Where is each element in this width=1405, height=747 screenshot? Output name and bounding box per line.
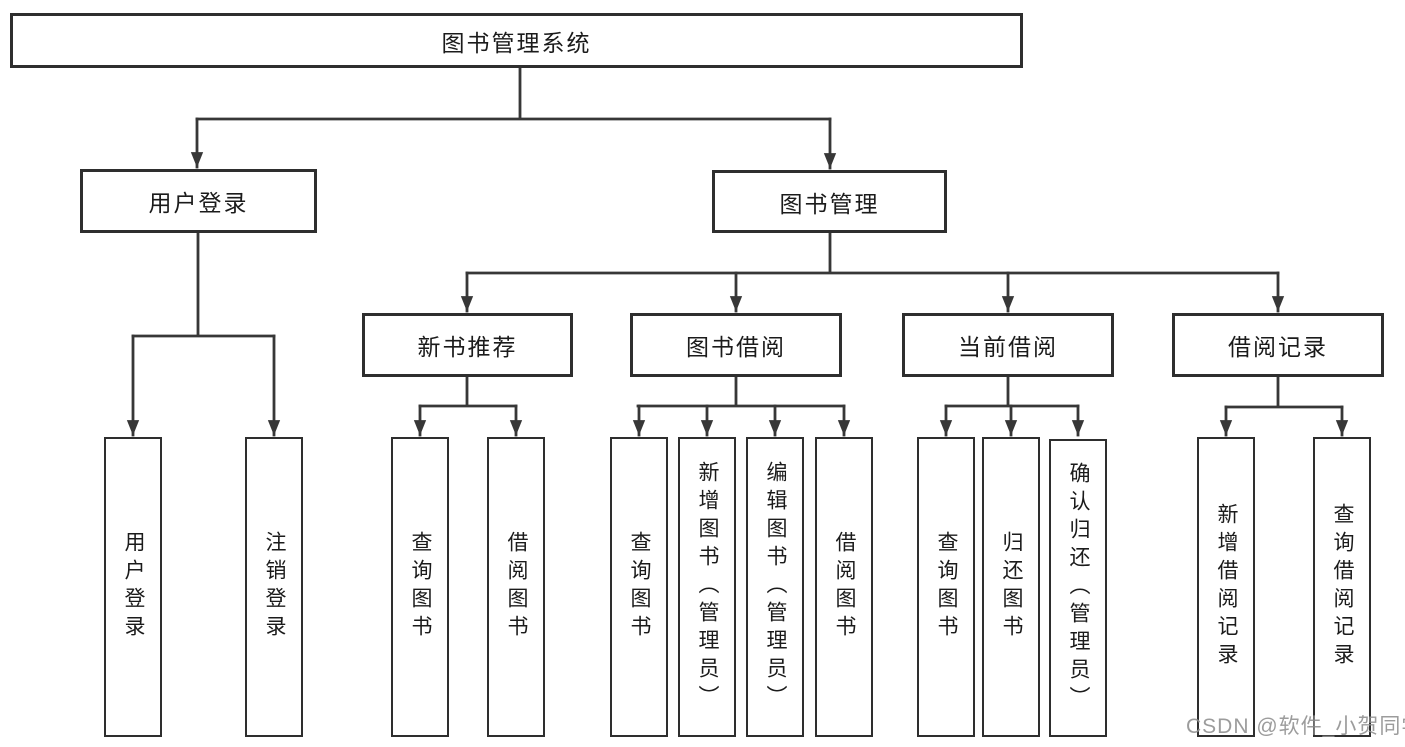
leaf-query-books-current-label: 查询图书 <box>935 531 958 643</box>
leaf-add-borrow-record-label: 新增借阅记录 <box>1215 503 1238 671</box>
connector-new-book-tee <box>418 375 518 408</box>
leaf-query-books-borrow-label: 查询图书 <box>628 531 651 643</box>
leaf-add-books-admin: 新增图书（管理员） <box>678 437 736 737</box>
connector-book-borrow-tee <box>636 375 846 408</box>
csdn-watermark: CSDN @软件_小贺同学 <box>1186 715 1405 738</box>
leaf-return-books-label: 归还图书 <box>1000 531 1023 643</box>
leaf-query-borrow-record: 查询借阅记录 <box>1313 437 1371 737</box>
leaf-query-books-recommend-label: 查询图书 <box>409 531 432 643</box>
leaf-logout: 注销登录 <box>245 437 303 737</box>
connector-book-management-tee <box>465 231 1280 275</box>
leaf-user-login: 用户登录 <box>104 437 162 737</box>
leaf-return-books: 归还图书 <box>982 437 1040 737</box>
leaf-borrow-books-label: 借阅图书 <box>833 531 856 643</box>
leaf-query-books-recommend: 查询图书 <box>391 437 449 737</box>
connector-root-tee <box>195 66 832 121</box>
leaf-query-books-current: 查询图书 <box>917 437 975 737</box>
leaf-confirm-return-admin: 确认归还（管理员） <box>1049 439 1107 737</box>
node-new-book-recommend-label: 新书推荐 <box>417 334 518 360</box>
leaf-edit-books-admin-label: 编辑图书（管理员） <box>764 461 787 713</box>
leaf-add-books-admin-label: 新增图书（管理员） <box>696 461 719 713</box>
leaf-borrow-books-recommend: 借阅图书 <box>487 437 545 737</box>
leaf-borrow-books: 借阅图书 <box>815 437 873 737</box>
leaf-query-borrow-record-label: 查询借阅记录 <box>1331 503 1354 671</box>
leaf-user-login-label: 用户登录 <box>122 531 145 643</box>
connector-borrow-record-tee <box>1224 375 1344 409</box>
connector-current-borrow-tee <box>944 375 1080 408</box>
node-system-root-label: 图书管理系统 <box>441 29 592 56</box>
node-system-root: 图书管理系统 <box>10 13 1023 68</box>
leaf-confirm-return-admin-label: 确认归还（管理员） <box>1067 462 1090 714</box>
leaf-edit-books-admin: 编辑图书（管理员） <box>746 437 804 737</box>
leaf-add-borrow-record: 新增借阅记录 <box>1197 437 1255 737</box>
node-borrowing-records: 借阅记录 <box>1172 313 1384 377</box>
node-user-login: 用户登录 <box>80 169 317 233</box>
node-book-management: 图书管理 <box>712 170 947 233</box>
node-current-borrowing-label: 当前借阅 <box>958 334 1058 360</box>
leaf-borrow-books-recommend-label: 借阅图书 <box>505 531 528 643</box>
node-borrowing-records-label: 借阅记录 <box>1228 334 1328 360</box>
node-user-login-label: 用户登录 <box>148 190 249 216</box>
node-book-borrowing-label: 图书借阅 <box>686 334 786 360</box>
connector-user-login-tee <box>131 231 276 338</box>
node-book-borrowing: 图书借阅 <box>630 313 842 377</box>
node-book-management-label: 图书管理 <box>779 190 880 217</box>
node-current-borrowing: 当前借阅 <box>902 313 1114 377</box>
node-new-book-recommend: 新书推荐 <box>362 313 573 377</box>
leaf-query-books-borrow: 查询图书 <box>610 437 668 737</box>
leaf-logout-label: 注销登录 <box>263 531 286 643</box>
